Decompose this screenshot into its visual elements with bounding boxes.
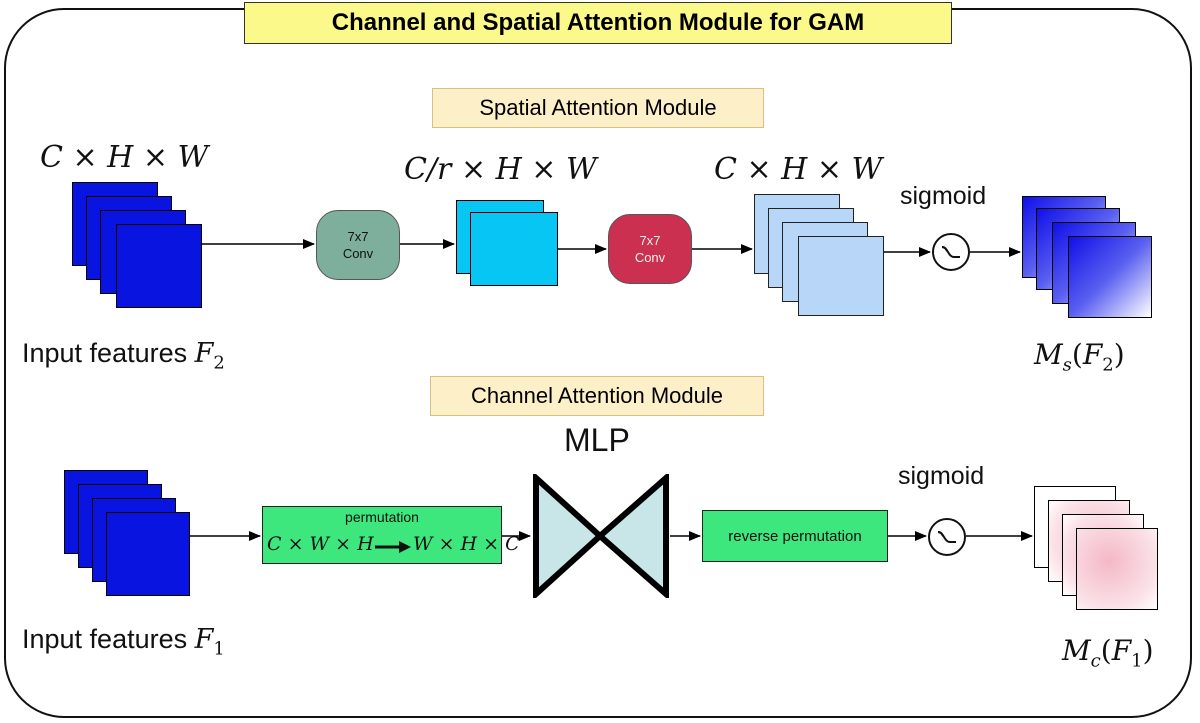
mlp-hourglass-icon (533, 474, 669, 598)
spatial-output-main: M (1034, 338, 1063, 371)
spatial-input-label: Input features F2 (22, 338, 225, 373)
channel-input-var: F (194, 624, 214, 655)
spatial-sigmoid-label: sigmoid (900, 182, 987, 210)
channel-output-main: M (1062, 634, 1091, 667)
spatial-sigmoid-icon (932, 233, 970, 271)
spatial-output-var: F (1082, 338, 1103, 371)
channel-sigmoid-label: sigmoid (898, 462, 985, 490)
conv-7x7-first: 7x7 Conv (316, 210, 400, 280)
channel-output-arg-sub: 1 (1131, 650, 1143, 672)
spatial-out-dim: C × H × W (714, 152, 883, 187)
spatial-input-text: Input features (22, 338, 195, 368)
conv-7x7-second: 7x7 Conv (608, 214, 692, 284)
channel-input-text: Input features (22, 624, 195, 654)
spatial-input-sub: 2 (213, 352, 225, 374)
channel-output-close: ) (1142, 634, 1154, 667)
spatial-output-sub: s (1062, 354, 1072, 376)
channel-output-sub: c (1090, 650, 1101, 672)
permutation-left-shape: C × W × H (267, 533, 374, 555)
channel-output-label: Mc(F1) (1062, 634, 1154, 672)
conv2-size-label: 7x7 (639, 233, 661, 248)
permutation-box: permutation C × W × H W × H × C (262, 506, 520, 564)
spatial-output-arg-sub: 2 (1102, 354, 1114, 376)
spatial-output-label: Ms(F2) (1034, 338, 1125, 376)
permutation-title: permutation (345, 509, 419, 525)
channel-output-var: F (1111, 634, 1132, 667)
conv1-size-label: 7x7 (347, 229, 369, 244)
reverse-permutation-box: reverse permutation (702, 510, 888, 562)
spatial-mid-dim: C/r × H × W (404, 152, 597, 187)
permutation-right-shape: W × H × C (413, 533, 520, 555)
channel-input-sub: 1 (213, 638, 225, 660)
spatial-input-var: F (194, 338, 214, 369)
mlp-label: MLP (564, 422, 630, 458)
spatial-input-dim: C × H × W (40, 140, 209, 175)
spatial-module-label: Spatial Attention Module (432, 88, 764, 128)
channel-input-label: Input features F1 (22, 624, 225, 659)
permutation-arrow-icon (375, 541, 411, 553)
channel-sigmoid-icon (928, 518, 966, 556)
conv1-type-label: Conv (342, 246, 374, 261)
conv2-type-label: Conv (634, 250, 666, 265)
channel-module-label: Channel Attention Module (430, 376, 764, 416)
diagram-title: Channel and Spatial Attention Module for… (244, 2, 952, 44)
spatial-output-close: ) (1113, 338, 1125, 371)
